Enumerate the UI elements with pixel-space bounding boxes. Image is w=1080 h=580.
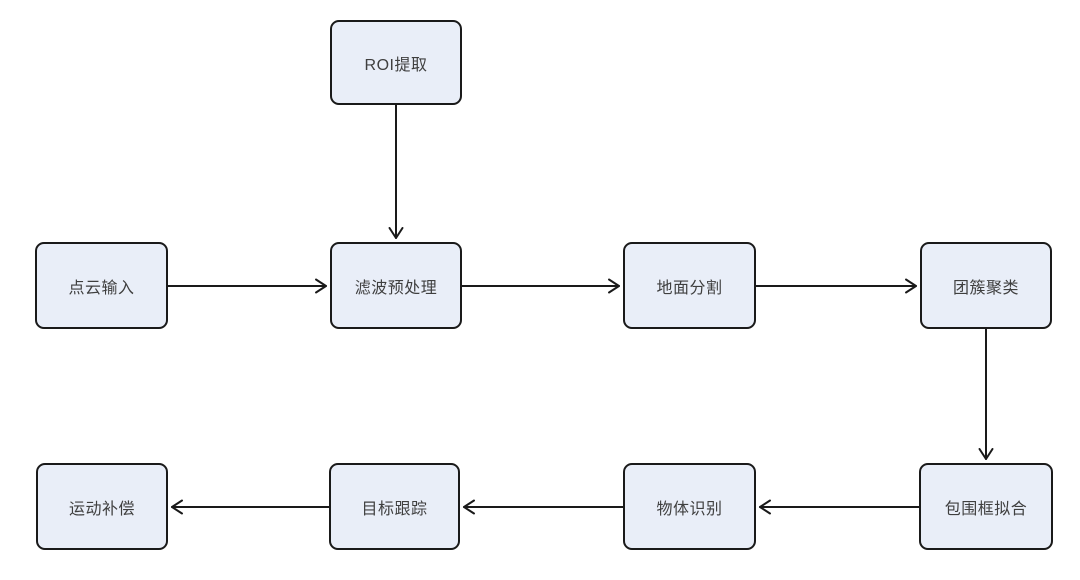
node-ground-segmentation: 地面分割: [623, 242, 756, 329]
node-cluster-clustering: 团簇聚类: [920, 242, 1052, 329]
node-bounding-box-fitting: 包围框拟合: [919, 463, 1053, 550]
node-object-recognition: 物体识别: [623, 463, 756, 550]
node-roi-extraction: ROI提取: [330, 20, 462, 105]
node-point-cloud-input: 点云输入: [35, 242, 168, 329]
node-filter-preprocess: 滤波预处理: [330, 242, 462, 329]
node-target-tracking: 目标跟踪: [329, 463, 460, 550]
node-motion-compensation: 运动补偿: [36, 463, 168, 550]
